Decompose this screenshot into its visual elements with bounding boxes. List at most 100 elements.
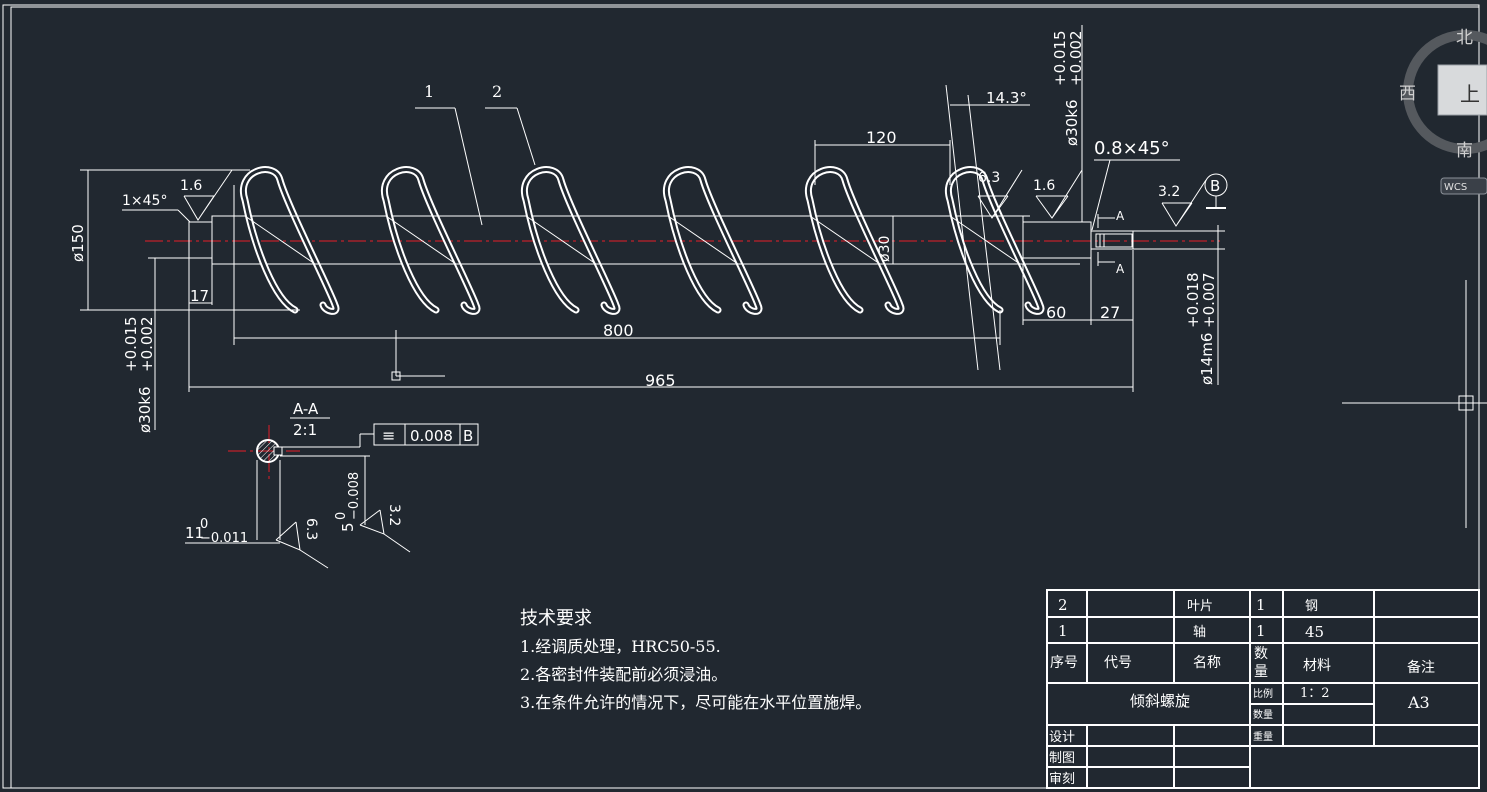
tb-header-qty: 数 [1254,646,1268,662]
svg-text:6.3: 6.3 [303,518,319,540]
tb-header-remark: 备注 [1407,659,1435,676]
helix-core-line [525,215,597,265]
title-block: 2 叶片 1 钢 1 轴 1 45 序号 代号 名称 数 量 材料 备注 倾斜螺… [1046,589,1480,789]
dim-27: 27 [1100,303,1120,322]
tb-row1-material: 45 [1305,623,1324,641]
dim-pin-dia: ø14m6 [1198,333,1216,385]
balloon-2: 2 [492,82,502,101]
dim-core-dia: ø30 [877,236,893,262]
core-shaft [211,215,1024,265]
key-width-upper: 0 [200,517,208,532]
note-1: 1.经调质处理，HRC50-55. [520,637,721,656]
section-mark-bottom: A [1116,262,1125,276]
tb-scale-value: 1：2 [1300,686,1330,701]
dim-965: 965 [645,371,676,390]
roughness-symbol-4: 3.2 [1158,179,1207,227]
note-2: 2.各密封件装配前必须浸油。 [520,665,727,684]
tolerance-symbol: ≡ [382,426,395,445]
dim-chamfer-right: 0.8×45° [1094,138,1170,159]
tb-row2-qty: 1 [1256,596,1266,614]
tb-qty-label: 数量 [1253,708,1273,721]
viewcube-south[interactable]: 南 [1456,141,1473,161]
dim-60: 60 [1046,303,1066,322]
tb-header-material: 材料 [1303,658,1331,674]
viewcube-top-face[interactable] [1437,64,1487,116]
helix-core-line [385,215,457,265]
svg-text:3.2: 3.2 [1158,184,1180,200]
tb-weight-label: 重量 [1253,730,1273,743]
section-mark-top: A [1116,209,1125,223]
roughness-symbol-2: 6.3 [977,169,1023,219]
tb-row1-qty: 1 [1256,622,1266,640]
inner-border [10,6,1480,789]
dim-pitch: 120 [866,128,897,147]
dimensions: ø150 ø30k6 +0.015 +0.002 1×45° 17 800 96… [69,25,1225,433]
note-3: 3.在条件允许的情况下，尽可能在水平位置施焊。 [520,693,871,712]
dim-left-tol-lower: +0.002 [138,316,156,372]
tb-scale-label: 比例 [1253,687,1273,700]
helix-core-line [809,215,881,265]
dim-left-tol-upper: +0.015 [122,316,140,372]
wcs-button[interactable] [1440,177,1487,195]
right-journal [1022,221,1092,259]
viewcube-west[interactable]: 西 [1399,84,1416,104]
helix-blade-inner [522,168,619,313]
key-width: 11 [185,524,204,542]
dim-angle: 14.3° [986,89,1027,107]
tb-header-no: 序号 [1050,655,1078,671]
left-journal [188,221,213,259]
section-roughness-1: 6.3 [275,518,329,569]
viewcube-top[interactable]: 上 [1460,82,1480,106]
end-pin [1090,230,1134,250]
dim-800: 800 [603,321,634,340]
tb-row2-no: 2 [1058,596,1068,614]
ucs-icon [391,330,445,381]
dim-helix-dia: ø150 [69,224,87,262]
dim-right-tol-upper: +0.015 [1051,30,1069,86]
tb-review: 审刻 [1049,772,1075,787]
dim-pin-tol-lower: +0.007 [1200,272,1218,328]
helix-blade-inner [806,168,903,313]
helix-blade-inner [382,168,479,313]
tb-header-name: 名称 [1193,655,1221,671]
balloon-1: 1 [424,82,434,101]
tb-sheet: A3 [1407,693,1430,712]
roughness-symbol-1: 1.6 [180,169,233,221]
svg-text:1.6: 1.6 [180,178,202,194]
dim-left-shaft-dia: ø30k6 [136,387,154,434]
tb-draw: 制图 [1049,751,1075,766]
keyway [1095,233,1133,248]
dim-right-shaft-dia: ø30k6 [1063,100,1081,147]
section-scale: 2:1 [293,421,317,439]
svg-text:6.3: 6.3 [978,170,1000,186]
svg-text:1.6: 1.6 [1033,178,1055,194]
section-view: A-A 2:1 ≡ 0.008 B 11 0 [185,400,479,569]
dim-right-tol-lower: +0.002 [1067,30,1085,86]
roughness-symbols: 1.6 6.3 1.6 3.2 B [180,169,1228,227]
tb-row2-material: 钢 [1305,599,1318,614]
datum-b: B [1204,173,1228,209]
tb-row2-name: 叶片 [1187,599,1213,614]
notes-title: 技术要求 [520,608,592,629]
dim-17: 17 [190,287,209,305]
key-width-lower: −0.011 [200,531,248,546]
viewcube[interactable]: 上 北 西 南 WCS [1399,28,1487,195]
balloon-leaders: 1 2 [415,82,536,226]
dim-chamfer-left: 1×45° [122,193,167,209]
viewcube-north[interactable]: 北 [1456,28,1473,48]
tolerance-datum: B [463,427,473,445]
helix-core-line [667,215,739,265]
tb-header-code: 代号 [1104,655,1132,671]
shaft-view [145,166,1220,315]
roughness-symbol-3: 1.6 [1033,169,1083,219]
crosshair-cursor [1342,280,1487,528]
dim-pin-tol-upper: +0.018 [1184,272,1202,328]
helix-blade-inner [664,168,761,313]
tb-header-qty-2: 量 [1254,664,1268,680]
tb-row1-no: 1 [1058,622,1068,640]
svg-text:3.2: 3.2 [386,504,402,526]
wcs-label[interactable]: WCS [1444,182,1467,193]
tb-design: 设计 [1049,730,1075,745]
datum-b-label: B [1210,177,1220,195]
